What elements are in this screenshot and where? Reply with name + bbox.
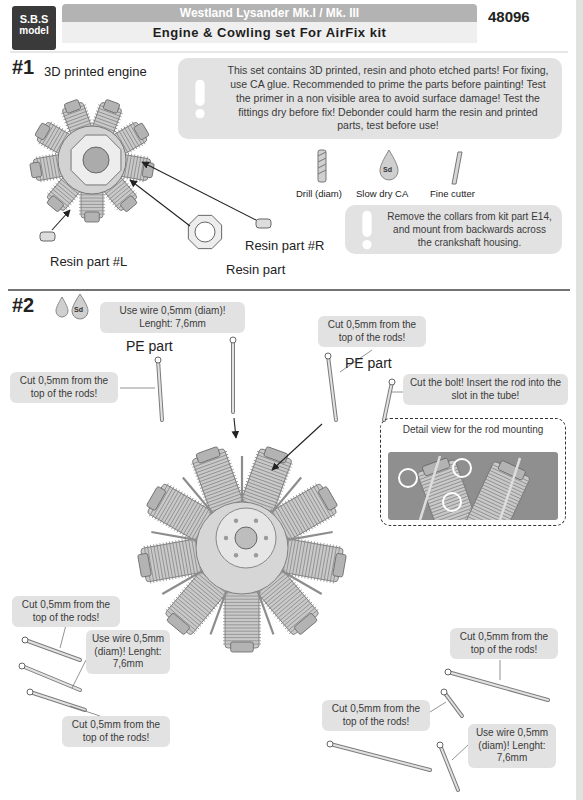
instruction-note: Use wire 0,5mm (diam)! Lenght: 7,6mm xyxy=(86,630,170,674)
step-number: #2 xyxy=(12,294,34,317)
note-text: Engine & Cowling set For AirFix kit xyxy=(62,22,477,43)
resin-parts xyxy=(40,215,271,248)
instruction-note: Cut 0,5mm from the top of the rods! xyxy=(322,700,430,731)
detail-photo xyxy=(388,452,558,520)
tool-caption: Drill (diam) xyxy=(296,188,342,199)
detail-view-box: Detail view for the rod mounting xyxy=(380,418,566,526)
instruction-note: Use wire 0,5mm (diam)! Lenght: 7,6mm xyxy=(468,724,556,768)
brand-logo: S.B.Smodel xyxy=(12,6,56,50)
instruction-note: Use wire 0,5mm (diam)! Lenght: 7,6mm xyxy=(100,302,245,333)
engine-illustration xyxy=(136,444,347,652)
warning-note: Remove the collars from kit part E14, an… xyxy=(345,205,562,254)
instruction-note: Cut 0,5mm from the top of the rods! xyxy=(318,316,426,347)
part-name: PE part xyxy=(345,355,392,371)
instruction-note: Cut 0,5mm from the top of the rods! xyxy=(10,372,118,403)
instruction-note: Cut 0,5mm from the top of the rods! xyxy=(12,596,120,627)
note-text: Cut 0,5mm from the top of the rods! xyxy=(67,719,165,744)
cutter-icon xyxy=(452,152,462,184)
part-name: PE part xyxy=(126,338,173,354)
part-name: 3D printed engine xyxy=(44,64,147,79)
page-margin xyxy=(576,0,583,800)
part-name: Resin part #R xyxy=(245,238,324,253)
engine-illustration xyxy=(29,97,156,222)
warning-icon xyxy=(187,79,213,119)
note-text: Cut 0,5mm from the top of the rods! xyxy=(17,599,115,624)
note-text: Cut 0,5mm from the top of the rods! xyxy=(323,319,421,344)
note-text: Cut 0,5mm from the top of the rods! xyxy=(15,375,113,400)
glue-drop-icon xyxy=(56,297,68,317)
part-name: Resin part #L xyxy=(50,254,127,269)
glue-mark: Sd xyxy=(383,166,392,173)
note-text: Westland Lysander Mk.I / Mk. III xyxy=(62,4,477,22)
note-text: Detail view for the rod mounting xyxy=(387,423,559,436)
part-name: Resin part xyxy=(226,262,285,277)
instruction-note: Cut 0,5mm from the top of the rods! xyxy=(450,628,558,659)
glue-drop-icon xyxy=(72,294,88,319)
note-text: Remove the collars from kit part E14, an… xyxy=(385,210,554,249)
tool-caption: Slow dry CA xyxy=(356,188,408,199)
section-divider xyxy=(8,289,570,291)
note-text: Cut the bolt! Insert the rod into the sl… xyxy=(408,377,563,402)
note-text: This set contains 3D printed, resin and … xyxy=(224,64,552,133)
step-number: #1 xyxy=(12,56,34,79)
kit-number: 48096 xyxy=(488,8,530,25)
note-text: Use wire 0,5mm (diam)! Lenght: 7,6mm xyxy=(473,727,551,765)
instruction-note: Cut the bolt! Insert the rod into the sl… xyxy=(403,374,568,405)
warning-note: This set contains 3D printed, resin and … xyxy=(178,58,562,139)
warning-icon xyxy=(354,210,380,250)
note-text: Cut 0,5mm from the top of the rods! xyxy=(455,631,553,656)
tool-caption: Fine cutter xyxy=(430,188,475,199)
header-rule xyxy=(10,52,568,53)
note-text: Use wire 0,5mm (diam)! Lenght: 7,6mm xyxy=(105,305,240,330)
note-text: model xyxy=(12,25,56,36)
instruction-note: Cut 0,5mm from the top of the rods! xyxy=(62,716,170,747)
drill-icon xyxy=(318,150,326,182)
note-text: S.B.S xyxy=(12,13,56,25)
note-text: Use wire 0,5mm (diam)! Lenght: 7,6mm xyxy=(91,633,165,671)
glue-mark: Sd xyxy=(74,306,83,313)
glue-drop-icon xyxy=(380,150,398,180)
title-band: Westland Lysander Mk.I / Mk. IIIEngine &… xyxy=(62,4,477,43)
note-text: Cut 0,5mm from the top of the rods! xyxy=(327,703,425,728)
